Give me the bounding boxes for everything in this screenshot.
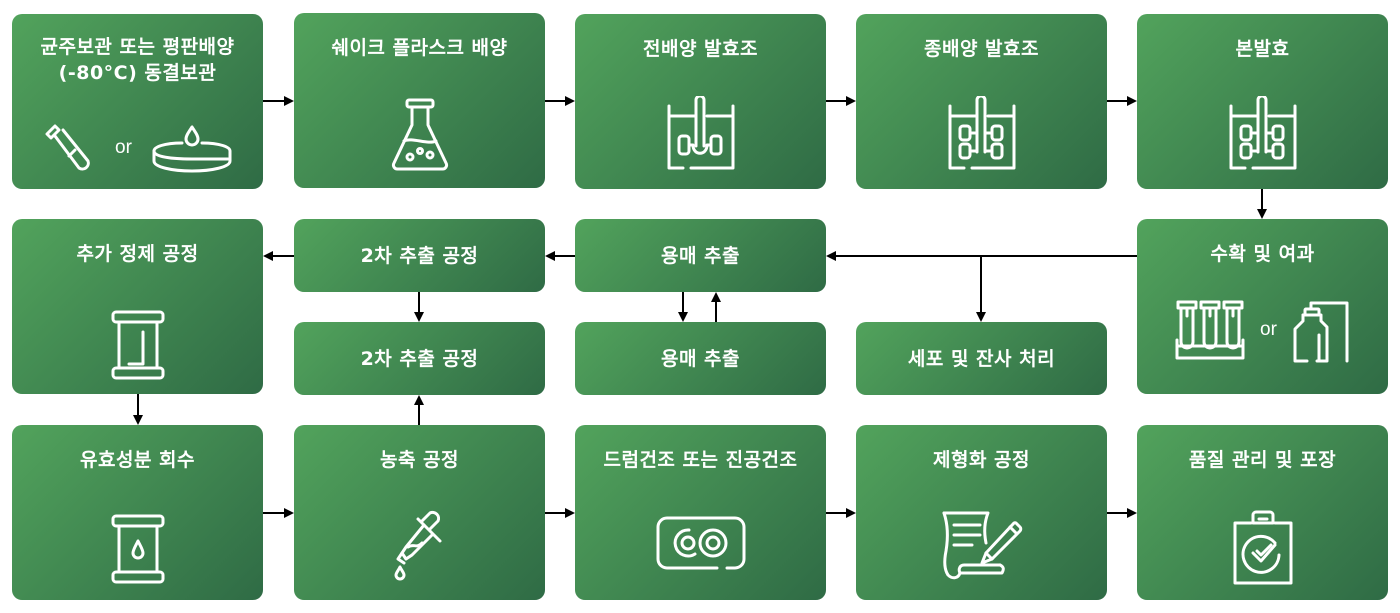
step-title: 품질 관리 및 포장	[1188, 449, 1337, 471]
step-pre-fermenter: 전배양 발효조	[575, 14, 826, 189]
arrow-solvent-a-to-b	[678, 292, 688, 322]
arrow-stock-to-flask	[263, 96, 294, 106]
fermenter-double-icon	[1229, 96, 1296, 170]
test-tube-rack-icon	[1175, 300, 1245, 360]
step-title: 2차 추출 공정	[360, 347, 479, 370]
step-concentration: 농축 공정	[294, 425, 545, 600]
step-title-line1: 균주보관 또는 평판배양	[40, 36, 235, 58]
arrow-solvent-b-to-a	[711, 292, 721, 322]
arrow-seed-to-main-ferment	[1107, 96, 1137, 106]
petri-dish-icon	[152, 125, 232, 173]
step-secondary-extraction-b: 2차 추출 공정	[294, 322, 545, 395]
clipboard-check-icon	[1233, 510, 1292, 585]
step-drying: 드럼건조 또는 진공건조	[575, 425, 826, 600]
arrow-main-ferment-to-harvest	[1257, 189, 1267, 219]
or-label: or	[115, 137, 132, 158]
step-title: 수확 및 여과	[1210, 243, 1315, 265]
step-title: 용매 추출	[660, 244, 741, 267]
step-qc-packaging: 품질 관리 및 포장	[1137, 425, 1388, 600]
step-title: 본발효	[1235, 38, 1290, 60]
filter-tank-icon	[1293, 301, 1349, 363]
arrow-concentrate-to-drying	[545, 508, 575, 518]
step-title-line2: (-80°C) 동결보관	[58, 62, 217, 84]
step-title: 종배양 발효조	[924, 38, 1039, 60]
arrow-concentrate-to-secondary-b	[414, 395, 424, 425]
step-solvent-extraction-a: 용매 추출	[575, 219, 826, 292]
step-title: 용매 추출	[660, 347, 741, 370]
step-title: 쉐이크 플라스크 배양	[331, 37, 508, 59]
arrow-harvest-to-solvent-extract	[826, 251, 1137, 261]
step-title: 농축 공정	[379, 449, 460, 471]
step-main-fermentation: 본발효	[1137, 14, 1388, 189]
fermenter-double-icon	[948, 96, 1015, 170]
or-label: or	[1260, 319, 1277, 340]
step-title: 추가 정제 공정	[76, 243, 199, 265]
step-solvent-extraction-b: 용매 추출	[575, 322, 826, 395]
drum-dryer-icon	[656, 516, 745, 570]
step-title: 유효성분 회수	[80, 449, 195, 471]
dropper-icon	[394, 510, 441, 581]
document-pen-icon	[942, 511, 1022, 580]
arrow-flask-to-pre-ferment	[545, 96, 575, 106]
fermenter-single-icon	[667, 96, 734, 170]
drum-droplet-icon	[111, 514, 164, 584]
step-seed-fermenter: 종배양 발효조	[856, 14, 1107, 189]
arrow-secondary-extract-to-purify	[263, 251, 294, 261]
step-cell-debris-treatment: 세포 및 잔사 처리	[856, 322, 1107, 395]
arrow-pre-to-seed-ferment	[826, 96, 856, 106]
arrow-formulate-to-qc	[1107, 508, 1137, 518]
arrow-recover-to-concentrate	[263, 508, 294, 518]
step-additional-purification: 추가 정제 공정	[12, 219, 263, 394]
arrow-to-cell-debris	[976, 256, 986, 322]
test-tube-icon	[45, 124, 90, 171]
arrow-secondary-a-to-b	[414, 292, 424, 322]
step-secondary-extraction-a: 2차 추출 공정	[294, 219, 545, 292]
arrow-solvent-to-secondary-extract	[545, 251, 575, 261]
step-title: 세포 및 잔사 처리	[907, 347, 1056, 370]
column-icon	[111, 310, 164, 380]
arrow-purify-to-recover	[133, 394, 143, 425]
step-harvest-filtration: 수확 및 여과 or	[1137, 219, 1388, 394]
step-title: 제형화 공정	[932, 449, 1030, 471]
step-shake-flask: 쉐이크 플라스크 배양	[294, 13, 545, 188]
arrow-drying-to-formulate	[826, 508, 856, 518]
step-formulation: 제형화 공정	[856, 425, 1107, 600]
step-stock-storage: 균주보관 또는 평판배양 (-80°C) 동결보관 or	[12, 14, 263, 189]
step-title: 전배양 발효조	[643, 38, 758, 60]
step-title: 2차 추출 공정	[360, 244, 479, 267]
erlenmeyer-flask-icon	[391, 98, 448, 171]
step-title: 드럼건조 또는 진공건조	[603, 449, 798, 471]
step-active-recovery: 유효성분 회수	[12, 425, 263, 600]
